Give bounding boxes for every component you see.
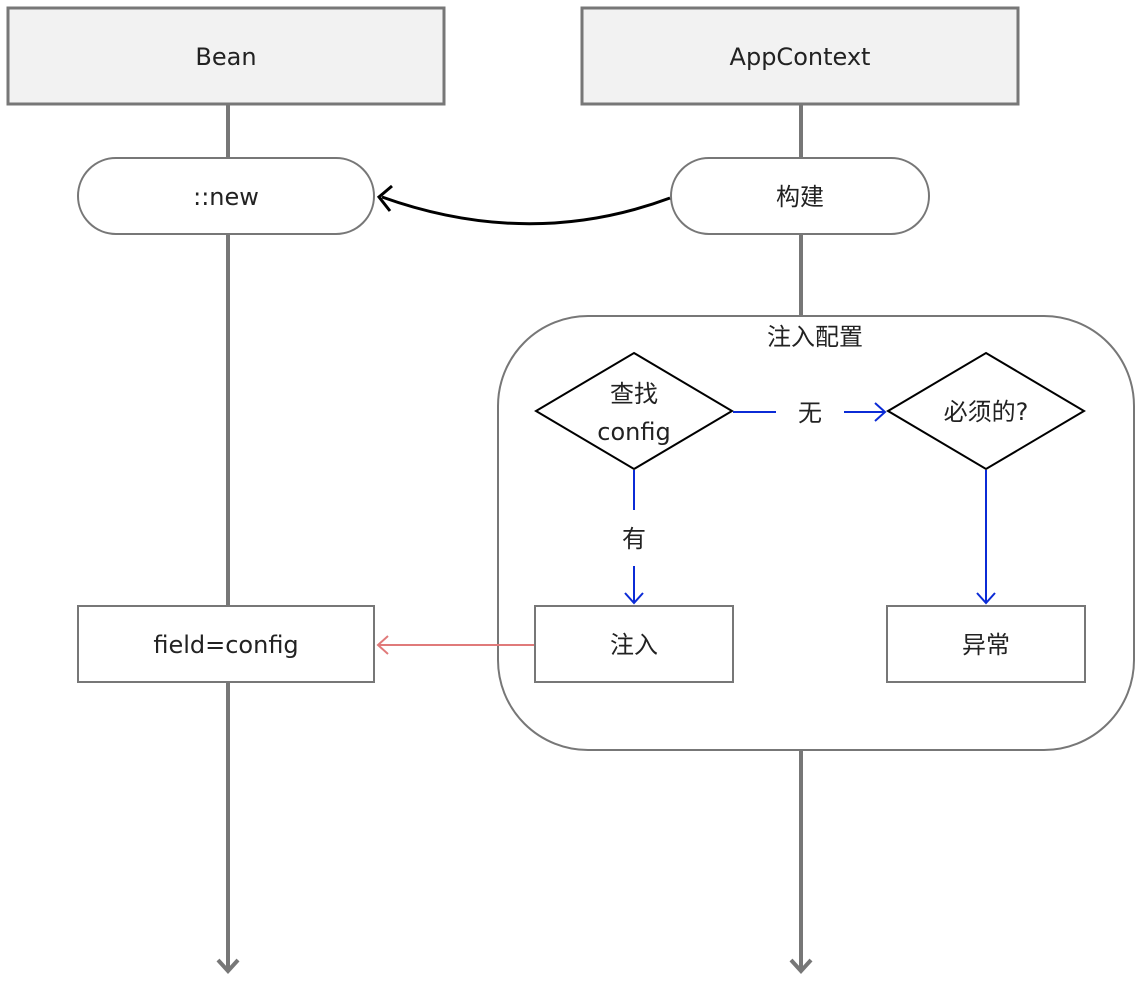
field-config-node-label: field=config (153, 631, 298, 659)
lane-header-bean-label: Bean (195, 43, 256, 71)
lane-header-appcontext: AppContext (580, 6, 1020, 106)
inject-node-label: 注入 (610, 631, 658, 659)
has-edge-label: 有 (622, 525, 646, 553)
bean-lifeline-arrowhead (216, 958, 240, 974)
new-node-label: ::new (193, 183, 259, 211)
lane-header-bean: Bean (6, 6, 446, 106)
build-node: 构建 (670, 157, 930, 235)
build-node-label: 构建 (776, 183, 824, 211)
field-config-node: field=config (77, 605, 375, 683)
inject-to-field-arrowhead (376, 635, 389, 655)
has-edge-arrowhead (624, 592, 644, 605)
required-diamond-label: 必须的? (944, 398, 1029, 426)
find-config-diamond: 查找 config (534, 351, 734, 471)
none-edge-arrowhead (874, 402, 887, 422)
build-to-new-arrow (381, 195, 671, 226)
build-to-new-arrowhead (376, 184, 393, 212)
exception-node: 异常 (886, 605, 1086, 683)
none-edge-label: 无 (798, 399, 822, 427)
lane-header-appcontext-label: AppContext (730, 43, 871, 71)
new-node: ::new (77, 157, 375, 235)
find-config-label-line2: config (597, 418, 670, 446)
required-to-exception-arrowhead (976, 592, 996, 605)
inject-config-group-label: 注入配置 (767, 323, 863, 351)
find-config-label-line1: 查找 (610, 380, 658, 408)
required-diamond: 必须的? (886, 351, 1086, 471)
exception-node-label: 异常 (962, 631, 1010, 659)
inject-node: 注入 (534, 605, 734, 683)
appcontext-lifeline-arrowhead (789, 958, 813, 974)
